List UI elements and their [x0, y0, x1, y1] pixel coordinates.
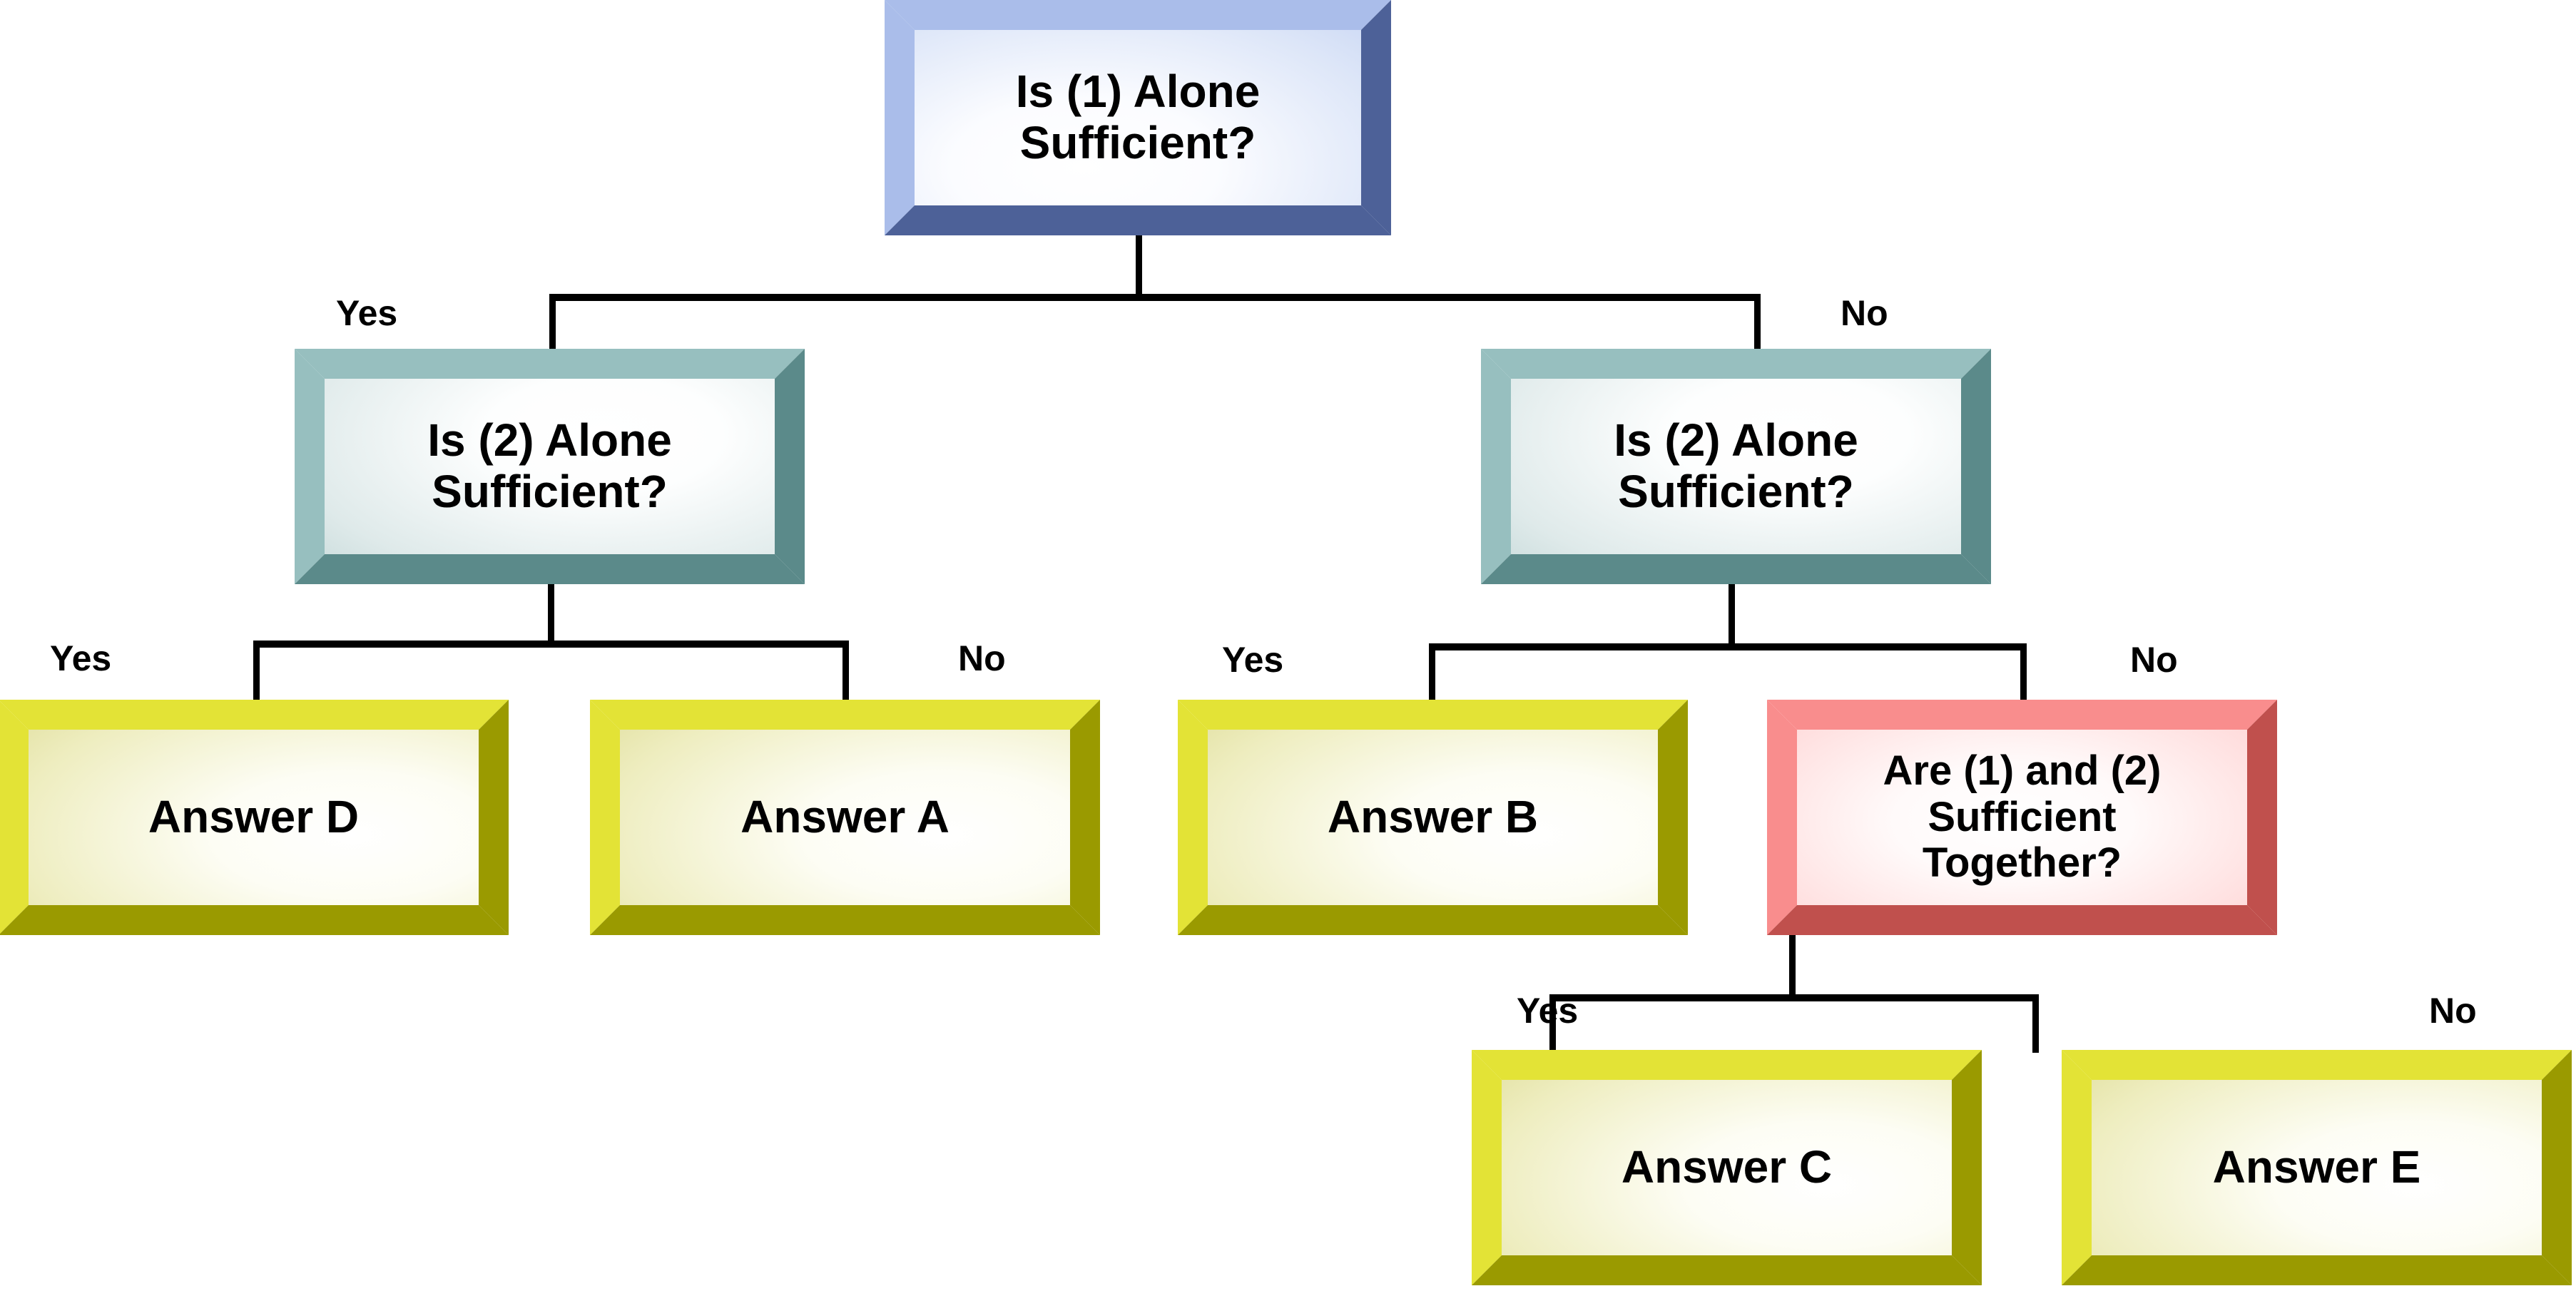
node-label: Is (2) Alone Sufficient? — [427, 414, 672, 517]
bevel-frame — [1472, 1050, 1982, 1285]
connector-root-to-left2 — [549, 294, 556, 352]
bevel-frame — [1767, 700, 2277, 935]
connector-root-stem — [1136, 234, 1142, 298]
connector-level2-bar — [549, 294, 1761, 301]
connector-left3-bar — [253, 641, 849, 648]
bevel-frame — [885, 0, 1391, 235]
node-label: Is (2) Alone Sufficient? — [1614, 414, 1858, 517]
edge-label-left2-yes: Yes — [50, 638, 112, 678]
connector-bottom-bar — [1549, 994, 2039, 1001]
bevel-frame — [590, 700, 1100, 935]
node-label: Answer A — [740, 791, 950, 843]
node-label: Answer D — [148, 791, 360, 843]
connector-combined-to-answer-e — [2032, 994, 2039, 1053]
node-face — [29, 730, 479, 905]
connector-left2-to-answer-a — [842, 641, 849, 702]
edge-label-right2-no: No — [2130, 640, 2178, 680]
node-answer-b[interactable]: Answer B — [1178, 700, 1688, 935]
edge-label-left2-no: No — [958, 638, 1006, 678]
edge-label-right2-yes: Yes — [1222, 640, 1284, 680]
node-label: Is (1) Alone Sufficient? — [1015, 66, 1261, 168]
bevel-frame — [0, 700, 509, 935]
bevel-frame — [1481, 349, 1991, 584]
connector-root-to-right2 — [1754, 294, 1761, 352]
node-face — [1208, 730, 1658, 905]
node-face — [915, 30, 1361, 205]
node-face — [1511, 379, 1961, 554]
connector-combined-to-answer-c — [1549, 994, 1556, 1053]
node-left-is-2-alone-sufficient[interactable]: Is (2) Alone Sufficient? — [295, 349, 805, 584]
node-face — [325, 379, 775, 554]
bevel-frame — [2062, 1050, 2572, 1285]
node-answer-c[interactable]: Answer C — [1472, 1050, 1982, 1285]
node-right-is-2-alone-sufficient[interactable]: Is (2) Alone Sufficient? — [1481, 349, 1991, 584]
bevel-frame — [1178, 700, 1688, 935]
node-are-1-and-2-sufficient-together[interactable]: Are (1) and (2) Sufficient Together? — [1767, 700, 2277, 935]
bevel-frame — [295, 349, 805, 584]
connector-right2-to-combined — [2020, 643, 2027, 702]
connector-left2-stem — [548, 583, 554, 645]
node-face — [1797, 730, 2247, 905]
node-face — [1502, 1080, 1952, 1255]
edge-label-root-no: No — [1841, 293, 1888, 333]
node-answer-a[interactable]: Answer A — [590, 700, 1100, 935]
connector-combined-stem — [1789, 934, 1796, 999]
node-answer-e[interactable]: Answer E — [2062, 1050, 2572, 1285]
connector-right2-to-answer-b — [1429, 643, 1435, 702]
node-face — [620, 730, 1070, 905]
edge-label-combined-no: No — [2429, 991, 2477, 1031]
node-answer-d[interactable]: Answer D — [0, 700, 509, 935]
node-label: Answer B — [1327, 791, 1539, 843]
edge-label-combined-yes: Yes — [1517, 991, 1579, 1031]
node-label: Answer E — [2212, 1141, 2421, 1193]
node-root-is-1-alone-sufficient[interactable]: Is (1) Alone Sufficient? — [885, 0, 1391, 235]
edge-label-root-yes: Yes — [336, 293, 398, 333]
connector-right3-bar — [1429, 643, 2027, 650]
connector-right2-stem — [1729, 583, 1735, 648]
node-face — [2092, 1080, 2542, 1255]
node-label: Are (1) and (2) Sufficient Together? — [1883, 747, 2162, 887]
node-label: Answer C — [1621, 1141, 1833, 1193]
connector-left2-to-answer-d — [253, 641, 260, 702]
